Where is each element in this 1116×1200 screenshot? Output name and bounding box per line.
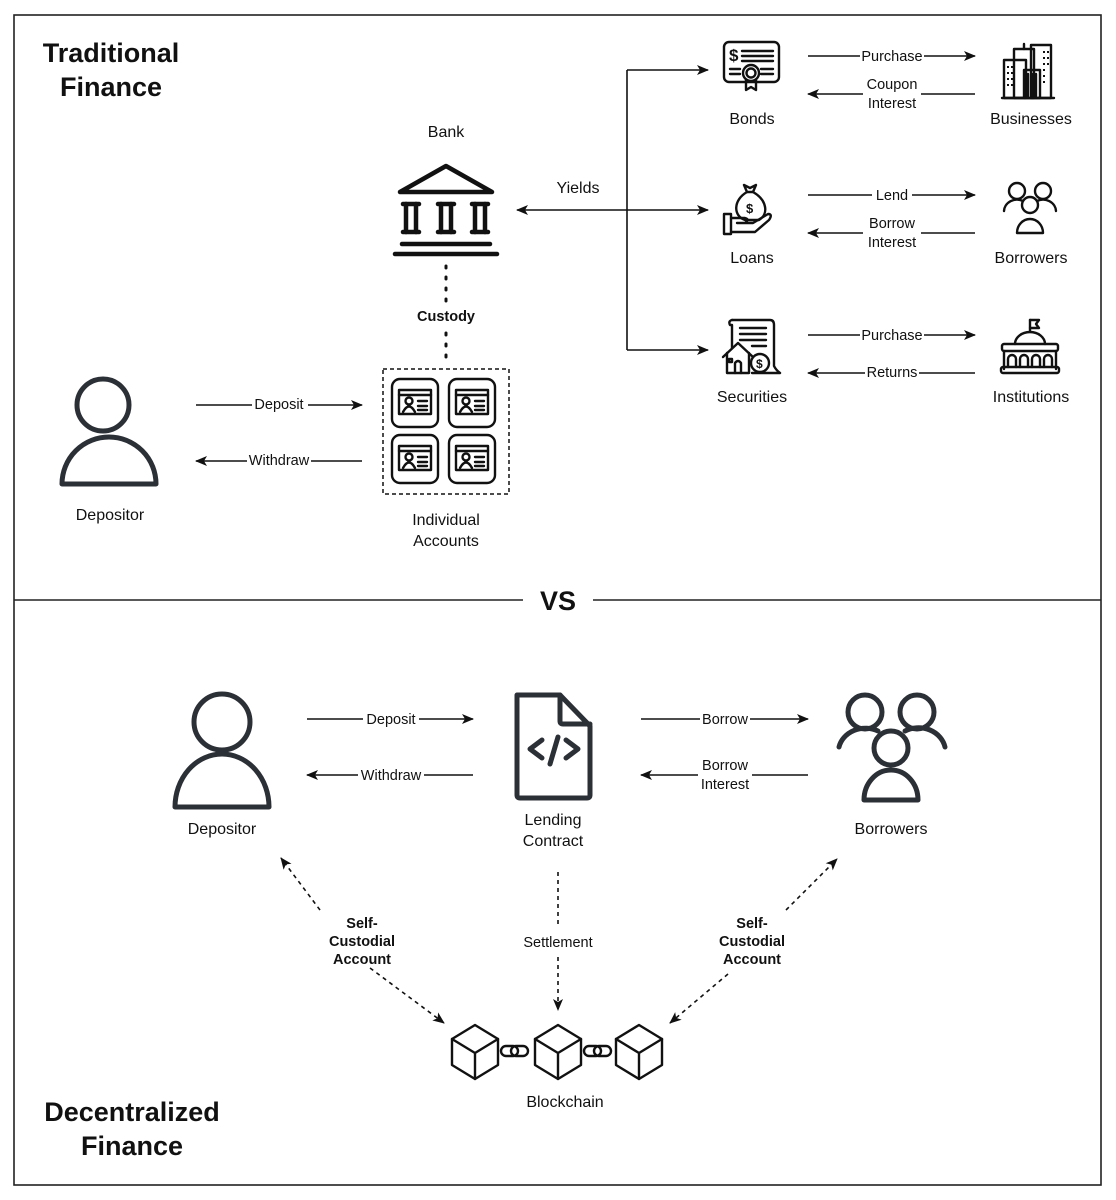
property-security-icon: $ <box>721 318 782 375</box>
block-cube-icon <box>614 1023 664 1081</box>
depositor-person-icon <box>59 376 159 487</box>
decentralized-title-line1: Decentralized <box>44 1097 220 1127</box>
institutions-label: Institutions <box>993 389 1069 406</box>
block-cube-icon <box>450 1023 500 1081</box>
securities-returns-label: Returns <box>867 365 918 381</box>
defi-depositor-person-icon <box>172 691 272 810</box>
chain-link-icon <box>582 1044 613 1058</box>
tradfi-deposit-label: Deposit <box>254 397 303 413</box>
blockchain-icon <box>450 1023 664 1081</box>
account-card-icon <box>390 433 440 485</box>
money-bag-hand-icon: $ <box>722 183 772 236</box>
bonds-purchase-label: Purchase <box>861 49 922 65</box>
tradfi-depositor-label: Depositor <box>76 507 145 524</box>
office-buildings-icon <box>1000 42 1056 100</box>
depositor-custody-link-upper <box>280 857 321 911</box>
individual-accounts-group <box>382 368 510 495</box>
smart-contract-file-icon <box>514 692 593 801</box>
blockchain-label: Blockchain <box>526 1094 603 1111</box>
defi-deposit-label: Deposit <box>366 712 415 728</box>
contract-label-line2: Contract <box>523 833 584 850</box>
loans-interest-label-line2: Interest <box>868 235 916 251</box>
accounts-label-line1: Individual <box>412 512 480 529</box>
vs-label: VS <box>540 586 576 616</box>
custody-label: Custody <box>417 309 475 325</box>
borrowers-custody-link-upper <box>785 858 838 911</box>
chain-link-icon <box>499 1044 530 1058</box>
defi-borrow-label: Borrow <box>702 712 748 728</box>
defi-borrow-interest-line2: Interest <box>701 777 749 793</box>
depositor-custody-link-lower <box>369 967 445 1024</box>
defi-borrowers-label: Borrowers <box>855 821 928 838</box>
defi-depositor-label: Depositor <box>188 821 257 838</box>
right-self-custodial-line1: Self- <box>736 916 768 932</box>
people-group-icon <box>1002 181 1058 235</box>
businesses-label: Businesses <box>990 111 1072 128</box>
loans-lend-label: Lend <box>876 188 908 204</box>
left-self-custodial-line3: Account <box>333 952 391 968</box>
left-self-custodial-line2: Custodial <box>329 934 395 950</box>
securities-label: Securities <box>717 389 787 406</box>
bank-icon <box>392 163 500 257</box>
account-card-icon <box>447 433 497 485</box>
institution-building-icon <box>999 318 1061 375</box>
traditional-title-line2: Finance <box>60 72 162 102</box>
borrowers-custody-link-lower <box>669 973 729 1024</box>
bonds-coupon-label-line1: Coupon <box>867 77 918 93</box>
accounts-label-line2: Accounts <box>413 533 479 550</box>
defi-borrow-interest-line1: Borrow <box>702 758 748 774</box>
right-self-custodial-line3: Account <box>723 952 781 968</box>
bonds-coupon-label-line2: Interest <box>868 96 916 112</box>
bond-certificate-icon: $ <box>722 40 781 92</box>
block-cube-icon <box>533 1023 583 1081</box>
tradfi-withdraw-label: Withdraw <box>249 453 310 469</box>
bonds-label: Bonds <box>729 111 774 128</box>
traditional-title-line1: Traditional <box>43 38 180 68</box>
settlement-label: Settlement <box>523 935 592 951</box>
account-card-icon <box>447 377 497 429</box>
decentralized-title-line2: Finance <box>81 1131 183 1161</box>
svg-text:$: $ <box>746 201 754 216</box>
accounts-dashed-box <box>382 368 510 495</box>
loans-interest-label-line1: Borrow <box>869 216 915 232</box>
securities-purchase-label: Purchase <box>861 328 922 344</box>
loans-label: Loans <box>730 250 774 267</box>
right-self-custodial-line2: Custodial <box>719 934 785 950</box>
contract-label-line1: Lending <box>525 812 582 829</box>
yields-label: Yields <box>557 180 600 197</box>
bank-label: Bank <box>428 124 465 141</box>
defi-borrowers-group-icon <box>836 692 948 803</box>
svg-text:$: $ <box>756 357 763 371</box>
svg-text:$: $ <box>729 46 739 65</box>
left-self-custodial-line1: Self- <box>346 916 378 932</box>
account-card-icon <box>390 377 440 429</box>
defi-withdraw-label: Withdraw <box>361 768 422 784</box>
tradfi-borrowers-label: Borrowers <box>995 250 1068 267</box>
